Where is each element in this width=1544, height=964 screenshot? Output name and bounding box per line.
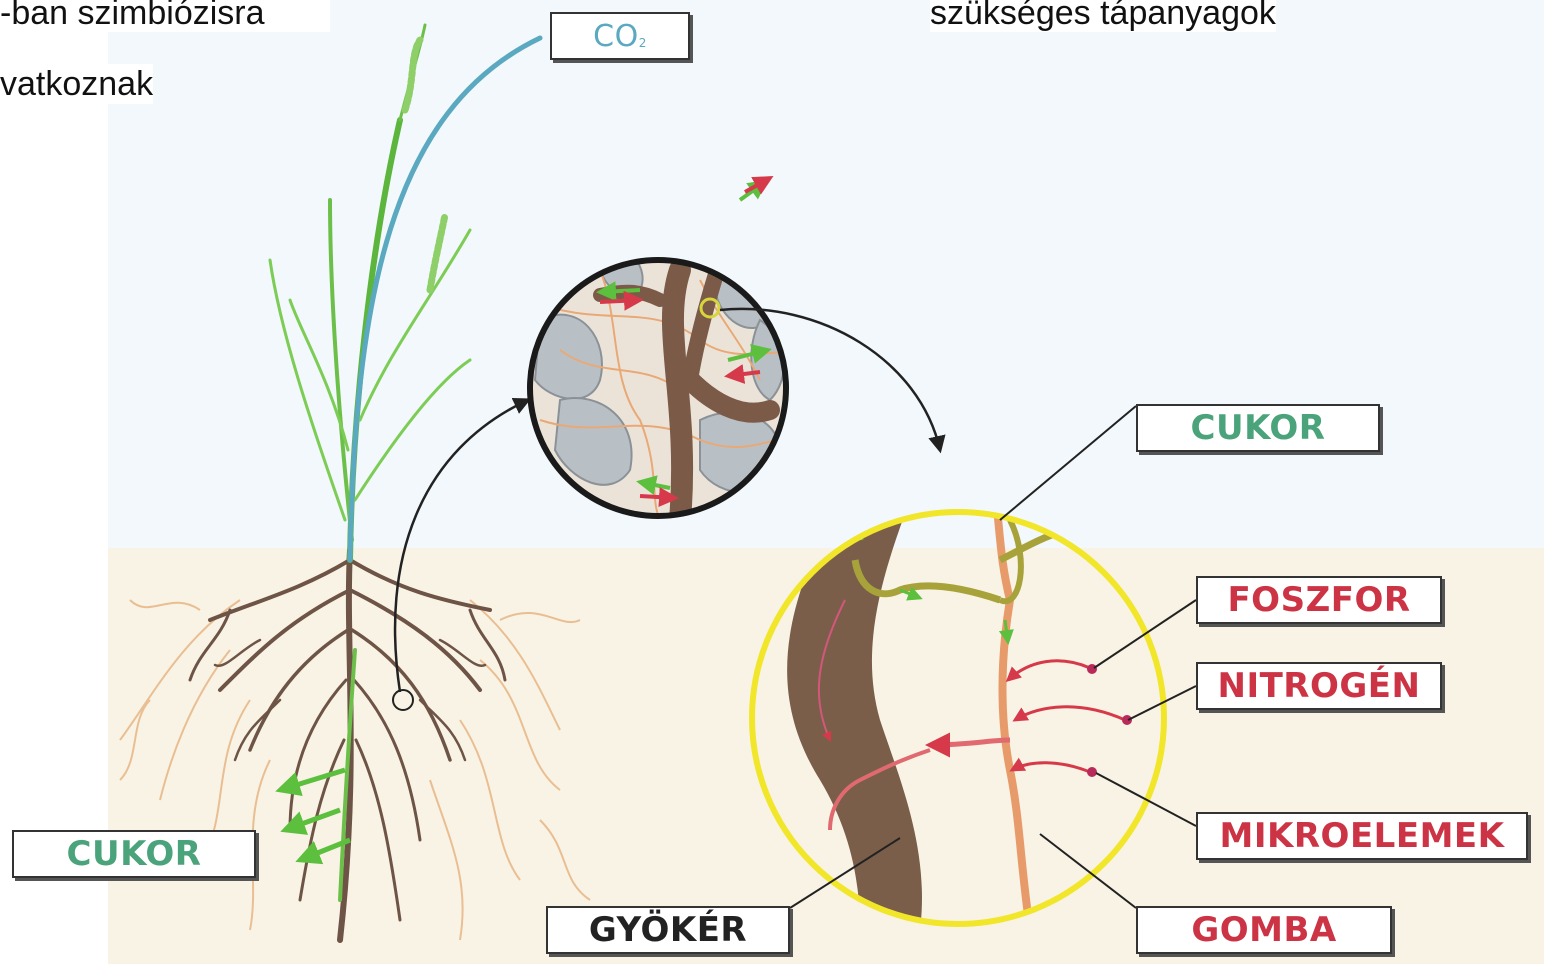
label-co2: CO2 bbox=[550, 12, 690, 60]
label-cukor-left: CUKOR bbox=[12, 830, 256, 878]
label-mikroelemek: MIKROELEMEK bbox=[1196, 812, 1528, 860]
bg-text-right: szükséges tápanyagok bbox=[930, 0, 1276, 32]
label-gomba: GOMBA bbox=[1136, 906, 1392, 954]
label-gyoker: GYÖKÉR bbox=[546, 906, 790, 954]
co2-subscript: 2 bbox=[639, 36, 647, 50]
zoom-spot-root bbox=[393, 690, 413, 710]
co2-flow-line bbox=[350, 38, 540, 560]
soil-magnification bbox=[530, 200, 800, 520]
label-nitrogen: NITROGÉN bbox=[1196, 662, 1442, 710]
co2-text: CO bbox=[593, 19, 639, 54]
root-fungus-magnification bbox=[740, 490, 1180, 940]
zoom-arrow-1 bbox=[395, 400, 528, 692]
bg-text-line2: vatkoznak bbox=[0, 64, 153, 104]
plant-shoot bbox=[270, 25, 470, 900]
label-cukor-top: CUKOR bbox=[1136, 404, 1380, 452]
bg-text-line1: -ban szimbiózisra bbox=[0, 0, 330, 32]
label-foszfor: FOSZFOR bbox=[1196, 576, 1442, 624]
